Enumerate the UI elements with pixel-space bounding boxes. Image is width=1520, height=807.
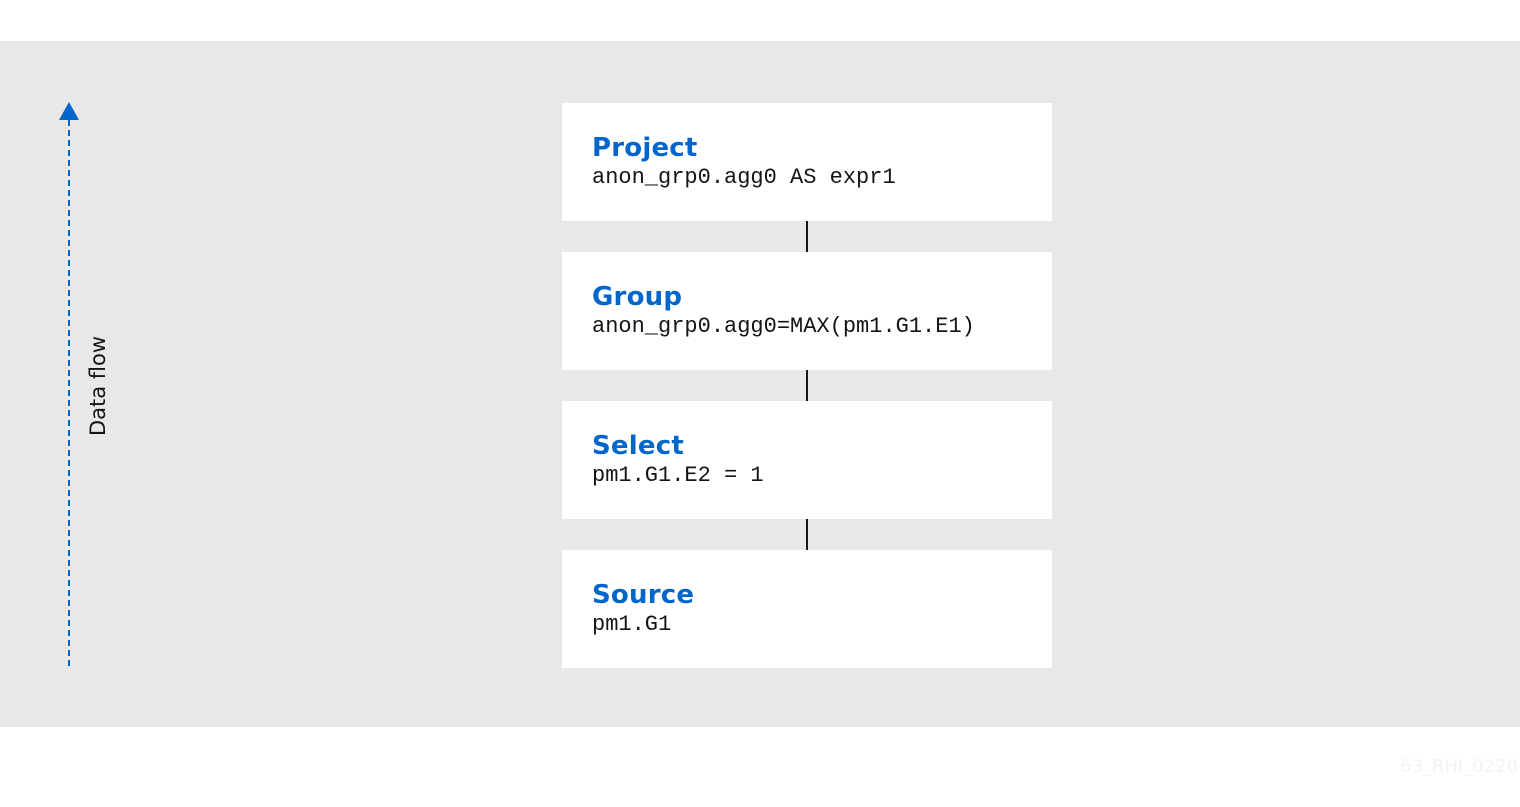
data-flow-label: Data flow bbox=[86, 335, 110, 437]
node-source: Source pm1.G1 bbox=[562, 550, 1052, 668]
connector-select-source bbox=[806, 519, 808, 550]
node-title: Source bbox=[592, 580, 695, 610]
connector-group-select bbox=[806, 370, 808, 401]
arrow-head-icon bbox=[59, 102, 79, 120]
node-expression: anon_grp0.agg0=MAX(pm1.G1.E1) bbox=[592, 314, 975, 339]
node-title: Group bbox=[592, 282, 683, 312]
node-project: Project anon_grp0.agg0 AS expr1 bbox=[562, 103, 1052, 221]
node-expression: anon_grp0.agg0 AS expr1 bbox=[592, 165, 896, 190]
node-expression: pm1.G1 bbox=[592, 612, 672, 637]
node-select: Select pm1.G1.E2 = 1 bbox=[562, 401, 1052, 519]
node-group: Group anon_grp0.agg0=MAX(pm1.G1.E1) bbox=[562, 252, 1052, 370]
connector-project-group bbox=[806, 221, 808, 252]
node-expression: pm1.G1.E2 = 1 bbox=[592, 463, 764, 488]
figure-id-watermark: 63_RHI_0220 bbox=[1399, 756, 1518, 777]
node-title: Project bbox=[592, 133, 698, 163]
node-title: Select bbox=[592, 431, 684, 461]
data-flow-arrow bbox=[59, 102, 79, 670]
